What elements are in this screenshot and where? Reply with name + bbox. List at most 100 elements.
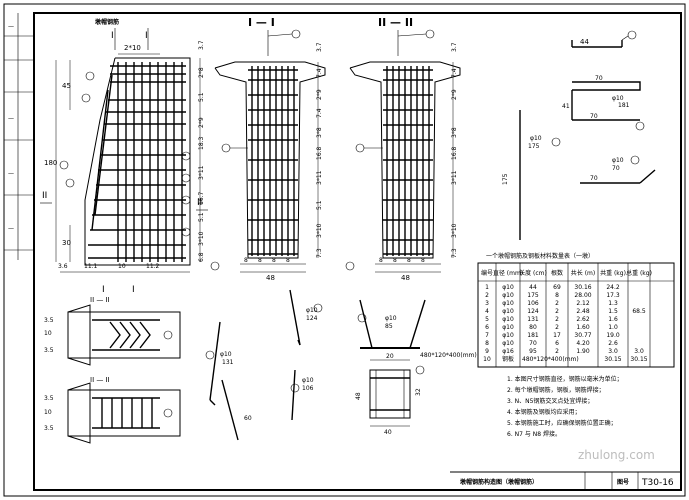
bar-shapes: 44 70 41 70 φ10 181 φ10 175 175 φ10 70 7… [502, 30, 656, 240]
table-cell: 175 [527, 292, 539, 299]
svg-text:175: 175 [502, 173, 509, 185]
svg-text:2*10: 2*10 [124, 44, 141, 52]
table-header-cell: 直径 (mm) [493, 269, 523, 277]
material-table: 一个墩帽钢筋及钢板材料数量表（一墩） 编号直径 (mm)长度 (cm)根数共长 … [477, 252, 675, 368]
table-cell: 2.6 [608, 340, 618, 347]
table-cell: 69 [553, 284, 561, 291]
svg-text:10: 10 [44, 330, 52, 337]
svg-text:5.1: 5.1 [316, 200, 323, 210]
table-cell: 2 [555, 324, 559, 331]
svg-text:181: 181 [618, 102, 630, 109]
section-2-label: II — II [378, 16, 413, 29]
svg-text:30: 30 [62, 239, 71, 247]
table-cell: 2 [555, 308, 559, 315]
table-cell: 3 [485, 300, 489, 307]
table-cell: 3.0 [634, 348, 644, 355]
table-cell: 95 [529, 348, 537, 355]
svg-text:3.5: 3.5 [44, 395, 54, 402]
svg-text:—: — [8, 23, 14, 30]
table-cell: 480*120*400(mm) [522, 356, 579, 363]
table-cell: 24.2 [606, 284, 620, 291]
svg-text:106: 106 [302, 385, 314, 392]
svg-text:3*8: 3*8 [451, 127, 458, 138]
svg-text:I: I [102, 285, 105, 295]
table-cell: 9 [485, 348, 489, 355]
elevation-label: 墩帽钢筋 [95, 18, 119, 26]
table-cell: 30.15 [604, 356, 621, 363]
svg-text:—: — [8, 170, 14, 177]
svg-text:48: 48 [401, 274, 410, 282]
svg-text:II: II [197, 198, 202, 208]
svg-text:7.4: 7.4 [316, 108, 323, 118]
svg-text:41: 41 [562, 103, 570, 110]
watermark: zhulong.com [578, 448, 655, 462]
svg-text:175: 175 [528, 143, 540, 150]
table-cell: φ10 [502, 316, 514, 323]
title-block: 墩帽钢筋构造图（墩帽钢筋） 图号 T30-16 [450, 471, 681, 490]
svg-text:2*8: 2*8 [198, 67, 205, 78]
svg-text:16.7: 16.7 [198, 191, 205, 205]
svg-text:φ10: φ10 [220, 351, 232, 358]
table-cell: 4.20 [576, 340, 590, 347]
table-cell: 7 [485, 332, 489, 339]
svg-text:8: 8 [393, 257, 397, 264]
svg-text:3*11: 3*11 [451, 170, 458, 185]
svg-text:45: 45 [62, 82, 71, 90]
table-cell: 6 [555, 340, 559, 347]
table-cell: 2 [485, 292, 489, 299]
table-title: 一个墩帽钢筋及钢板材料数量表（一墩） [486, 252, 594, 260]
table-cell: φ10 [502, 292, 514, 299]
svg-text:70: 70 [590, 113, 598, 120]
table-cell: 19.0 [606, 332, 620, 339]
left-margin-strip: — — — — [4, 13, 34, 260]
svg-text:3*8: 3*8 [316, 127, 323, 138]
svg-text:5.1: 5.1 [198, 92, 205, 102]
table-cell: 1.90 [576, 348, 590, 355]
table-header-cell: 共重 (kg) [600, 269, 626, 277]
svg-text:18.3: 18.3 [198, 136, 205, 150]
svg-text:70: 70 [595, 75, 603, 82]
svg-text:φ10: φ10 [306, 307, 318, 314]
table-header-cell: 根数 [551, 269, 563, 277]
table-cell: 68.5 [632, 308, 646, 315]
svg-text:2*9: 2*9 [451, 89, 458, 100]
svg-text:70: 70 [590, 175, 598, 182]
table-cell: φ10 [502, 284, 514, 291]
table-header: 编号直径 (mm)长度 (cm)根数共长 (m)共重 (kg)总重 (kg) [481, 269, 652, 277]
table-cell: 131 [527, 316, 539, 323]
svg-text:48: 48 [266, 274, 275, 282]
svg-text:32: 32 [415, 388, 422, 396]
drawing-no: T30-16 [641, 478, 674, 488]
svg-text:3*11: 3*11 [316, 170, 323, 185]
svg-text:φ10: φ10 [530, 135, 542, 142]
table-cell: 钢板 [502, 355, 514, 363]
table-cell: 2 [555, 316, 559, 323]
table-cell: 80 [529, 324, 537, 331]
svg-text:3.7: 3.7 [316, 42, 323, 52]
svg-text:8: 8 [407, 257, 411, 264]
note-line: 6. N7 与 N8 焊接。 [507, 431, 561, 438]
table-cell: 44 [529, 284, 537, 291]
sheet-title: 墩帽钢筋构造图（墩帽钢筋） [460, 478, 538, 486]
svg-text:6.8: 6.8 [198, 252, 205, 262]
svg-text:3.5: 3.5 [44, 347, 54, 354]
table-cell: 30.15 [630, 356, 647, 363]
svg-text:φ10: φ10 [612, 95, 624, 102]
table-cell: 8 [485, 340, 489, 347]
svg-text:131: 131 [222, 359, 234, 366]
svg-text:40: 40 [384, 429, 392, 436]
svg-text:2*9: 2*9 [316, 89, 323, 100]
table-cell: φ16 [502, 348, 514, 355]
note-line: 3. N、N5钢筋交叉点处宜焊接； [507, 398, 594, 405]
svg-text:φ10: φ10 [612, 157, 624, 164]
table-cell: 3.0 [608, 348, 618, 355]
svg-text:7.3: 7.3 [451, 248, 458, 258]
svg-text:70: 70 [612, 165, 620, 172]
svg-text:II — II: II — II [90, 296, 110, 304]
svg-text:—: — [8, 115, 14, 122]
table-cell: 8 [555, 292, 559, 299]
table-cell: φ10 [502, 324, 514, 331]
svg-text:8: 8 [286, 257, 290, 264]
table-cell: 30.77 [574, 332, 591, 339]
